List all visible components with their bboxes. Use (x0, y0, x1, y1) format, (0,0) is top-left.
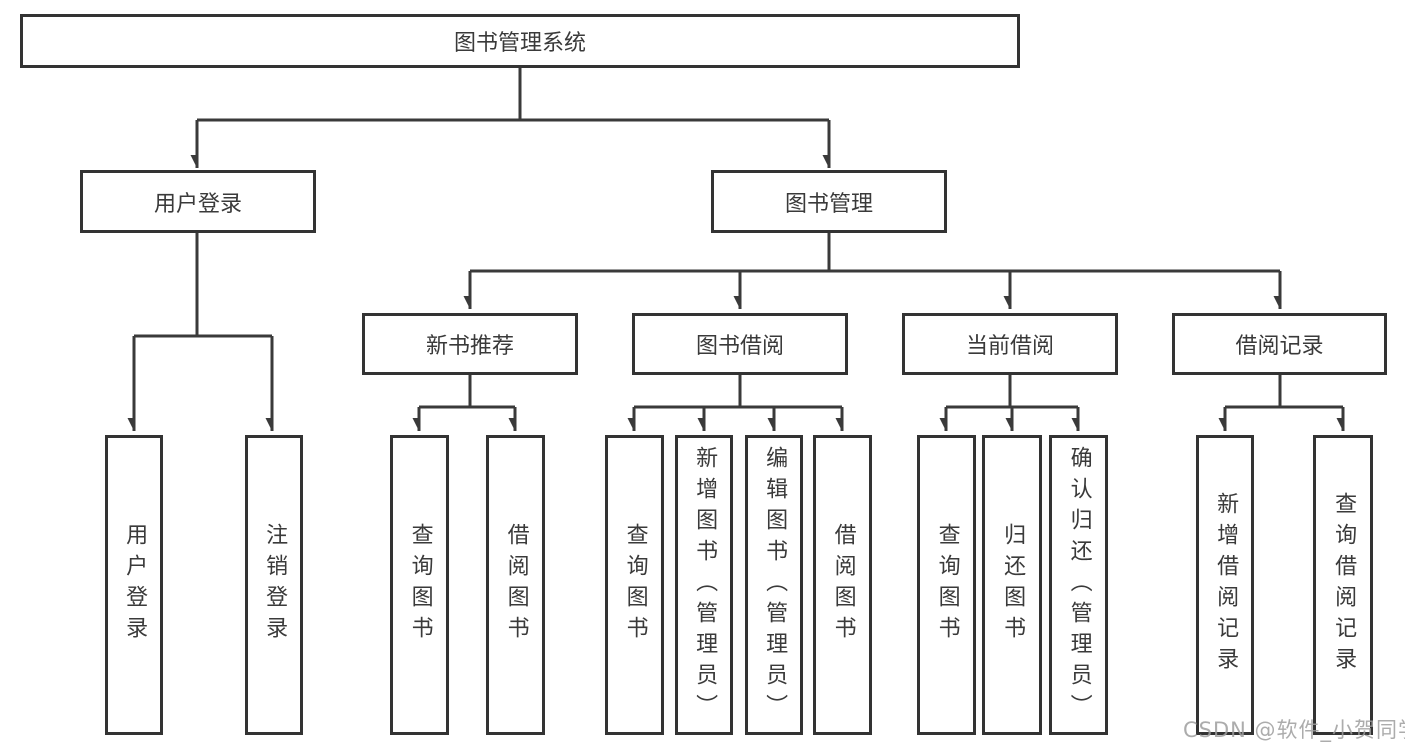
leaf-borrow-books-2: 借阅图书 (813, 435, 872, 735)
node-book-borrowing: 图书借阅 (632, 313, 848, 375)
node-book-management: 图书管理 (711, 170, 947, 233)
node-label: 新书推荐 (425, 334, 514, 359)
leaf-confirm-return-admin: 确认归还（管理员） (1049, 435, 1108, 735)
leaf-borrow-books-1: 借阅图书 (486, 435, 545, 735)
leaf-query-books-2: 查询图书 (605, 435, 664, 735)
watermark: CSDN @软件_小贺同学 (1183, 718, 1405, 742)
node-current-borrowing: 当前借阅 (902, 313, 1118, 375)
node-label: 借阅图书 (830, 523, 856, 647)
node-label: 图书借阅 (695, 334, 784, 359)
node-label: 查询图书 (622, 523, 648, 647)
node-label: 编辑图书（管理员） (762, 445, 788, 725)
node-label: 借阅图书 (503, 523, 529, 647)
node-label: 图书管理系统 (453, 31, 586, 56)
node-label: 当前借阅 (965, 334, 1054, 359)
node-user-login: 用户登录 (80, 170, 316, 233)
node-label: 用户登录 (122, 523, 148, 647)
leaf-query-books-1: 查询图书 (390, 435, 449, 735)
node-label: 新增借阅记录 (1213, 492, 1239, 678)
node-label: 新增图书（管理员） (692, 445, 718, 725)
node-label: 借阅记录 (1235, 334, 1324, 359)
leaf-user-login: 用户登录 (105, 435, 163, 735)
node-label: 归还图书 (1000, 523, 1026, 647)
node-label: 查询借阅记录 (1331, 492, 1357, 678)
node-new-book-recommendation: 新书推荐 (362, 313, 578, 375)
node-label: 注销登录 (262, 523, 288, 647)
node-label: 查询图书 (934, 523, 960, 647)
node-label: 用户登录 (153, 191, 242, 217)
node-label: 确认归还（管理员） (1066, 445, 1092, 725)
leaf-logout: 注销登录 (245, 435, 303, 735)
leaf-query-books-3: 查询图书 (917, 435, 976, 735)
leaf-add-borrow-record: 新增借阅记录 (1196, 435, 1254, 735)
node-label: 图书管理 (784, 191, 873, 217)
leaf-query-borrow-record: 查询借阅记录 (1313, 435, 1373, 735)
node-borrowing-records: 借阅记录 (1172, 313, 1387, 375)
node-library-management-system: 图书管理系统 (20, 14, 1020, 68)
leaf-add-books-admin: 新增图书（管理员） (675, 435, 733, 735)
leaf-edit-books-admin: 编辑图书（管理员） (745, 435, 803, 735)
leaf-return-books: 归还图书 (982, 435, 1042, 735)
node-label: 查询图书 (407, 523, 433, 647)
